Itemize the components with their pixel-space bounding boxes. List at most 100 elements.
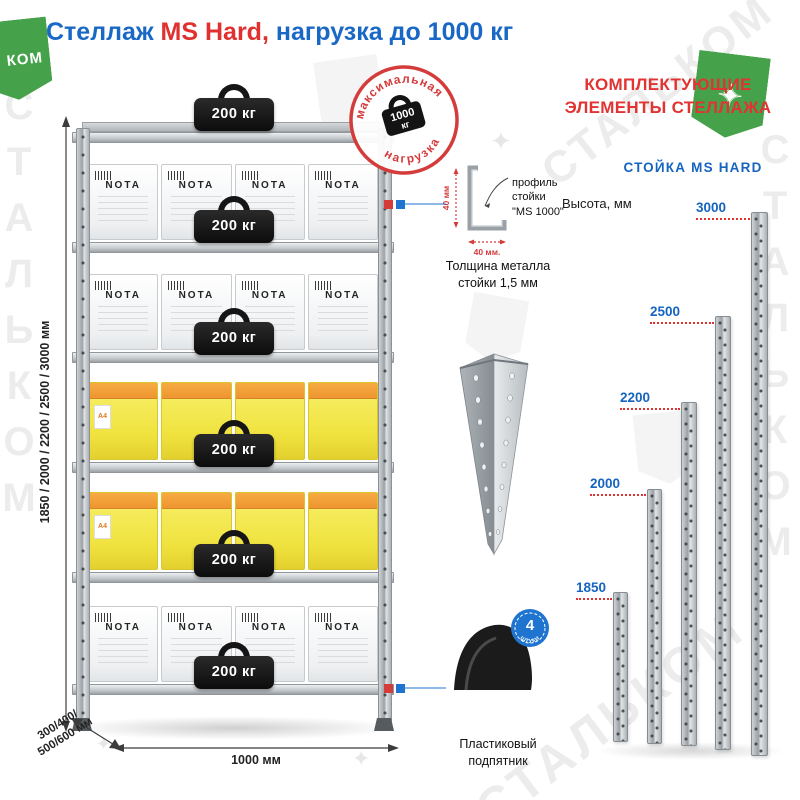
box-brand-label: NOTA [251,290,288,301]
weight-handle [218,84,250,100]
barcode-icon [241,613,258,622]
page-title: Стеллаж MS Hard, нагрузка до 1000 кг [46,18,513,47]
title-prefix: Стеллаж [46,18,161,46]
weight-handle [218,642,250,658]
paper-pack [307,382,378,460]
box-brand-label: NOTA [178,622,215,633]
stamp-weight-icon [388,95,412,110]
weight-handle [218,308,250,324]
post-profile-figure: 40 мм 40 мм. [442,165,509,257]
stamp-center-line2: кг [400,119,411,131]
rack-shadow [64,716,402,740]
barcode-icon [314,613,331,622]
box-print-lines [317,196,368,222]
thickness-note: Толщина металла стойки 1,5 мм [428,258,568,292]
box-brand-label: NOTA [105,290,141,301]
weight-200kg-icon: 200 кг [194,196,274,243]
angle-profile-shape [467,165,507,231]
box-brand-label: NOTA [178,180,215,191]
width-dimension-label: 1000 мм [231,753,281,767]
badge-text: ШТУКИ [519,636,541,645]
components-heading-line2: ЭЛЕМЕНТЫ СТЕЛЛАЖА [564,97,772,117]
rack-foot [374,718,394,731]
weight-200kg-icon: 200 кг [194,642,274,689]
weight-handle [218,530,250,546]
profile-caption-line3: "MS 1000" [512,205,564,218]
components-heading-line1: КОМПЛЕКТУЮЩИЕ [584,75,752,94]
weight-handle [218,420,250,436]
box-print-lines [317,306,368,332]
shelf-row-packs: A4 [88,492,378,570]
box-print-lines [98,638,149,664]
profile-caption-line1: профиль [512,177,558,189]
paper-box: NOTA [307,274,378,350]
max-load-stamp: максимальная нагрузка 1000 кг [344,60,459,175]
plastic-foot-figure: 4 ШТУКИ [454,609,549,691]
profile-dim-horizontal: 40 мм. [474,247,501,257]
badge-number: 4 [526,617,535,634]
rack-upright-left [76,128,90,722]
weight-handle [218,196,250,212]
quantity-badge [511,609,549,647]
post-height-label: 3000 [696,200,727,215]
box-brand-label: NOTA [325,290,361,301]
box-brand-label: NOTA [105,622,141,633]
profile-dim-vertical: 40 мм [442,186,451,210]
pointer-arrow [484,177,509,207]
shelf-row-boxes: NOTA NOTA NOTA NOTA [88,274,378,350]
barcode-icon [241,281,258,290]
weight-value-label: 200 кг [194,434,274,467]
profile-caption: профиль стойки "MS 1000" [512,176,564,219]
box-brand-label: NOTA [105,180,141,191]
weight-value-label: 200 кг [194,544,274,577]
components-heading: КОМПЛЕКТУЮЩИЕ ЭЛЕМЕНТЫ СТЕЛЛАЖА [540,74,796,120]
shelf [72,242,394,253]
title-suffix: нагрузка до 1000 кг [268,18,514,46]
paper-pack [307,492,378,570]
box-brand-label: NOTA [251,180,288,191]
weight-value-label: 200 кг [194,656,274,689]
thickness-line2: стойки 1,5 мм [458,275,538,290]
leader-line [590,494,646,496]
box-print-lines [98,306,149,332]
height-axis-label: Высота, мм [562,196,632,211]
title-model: MS Hard, [160,18,269,46]
weight-200kg-icon: 200 кг [194,530,274,577]
upright-post-2500 [715,316,731,750]
paper-box: NOTA [88,164,159,240]
rack-upright-right [378,128,392,722]
svg-text:ШТУКИ: ШТУКИ [519,636,542,645]
weight-value-label: 200 кг [194,98,274,131]
post-height-label: 1850 [576,580,607,595]
weight-value-label: 200 кг [194,322,274,355]
plastic-foot-caption: Пластиковый подпятник [428,736,568,770]
pack-format-label: A4 [94,515,111,539]
barcode-icon [314,171,331,180]
shelf [72,132,394,143]
post-section-title: СТОЙКА MS HARD [623,160,763,175]
paper-box: NOTA [307,164,378,240]
watermark-text: СТАЛЬКОМ [0,84,41,532]
barcode-icon [95,171,111,180]
profile-caption-line2: стойки [512,191,546,204]
leader-line [576,598,612,600]
paper-box: NOTA [307,606,378,682]
box-brand-label: NOTA [178,290,215,301]
weight-value-label: 200 кг [194,210,274,243]
box-brand-label: NOTA [325,180,361,191]
post-height-label: 2200 [620,390,651,405]
sparkle-icon: ✦ [352,746,371,771]
barcode-icon [168,171,185,180]
barcode-icon [168,281,185,290]
weight-200kg-icon: 200 кг [194,308,274,355]
barcode-icon [95,281,111,290]
paper-box: NOTA [88,274,159,350]
sparkle-icon: ✦ [490,126,512,156]
leader-line [650,322,714,324]
upright-post-1850 [613,592,628,742]
leader-line [696,218,750,220]
box-brand-label: NOTA [325,622,361,633]
weight-200kg-icon: 200 кг [194,84,274,131]
foot-caption-line2: подпятник [468,753,528,768]
